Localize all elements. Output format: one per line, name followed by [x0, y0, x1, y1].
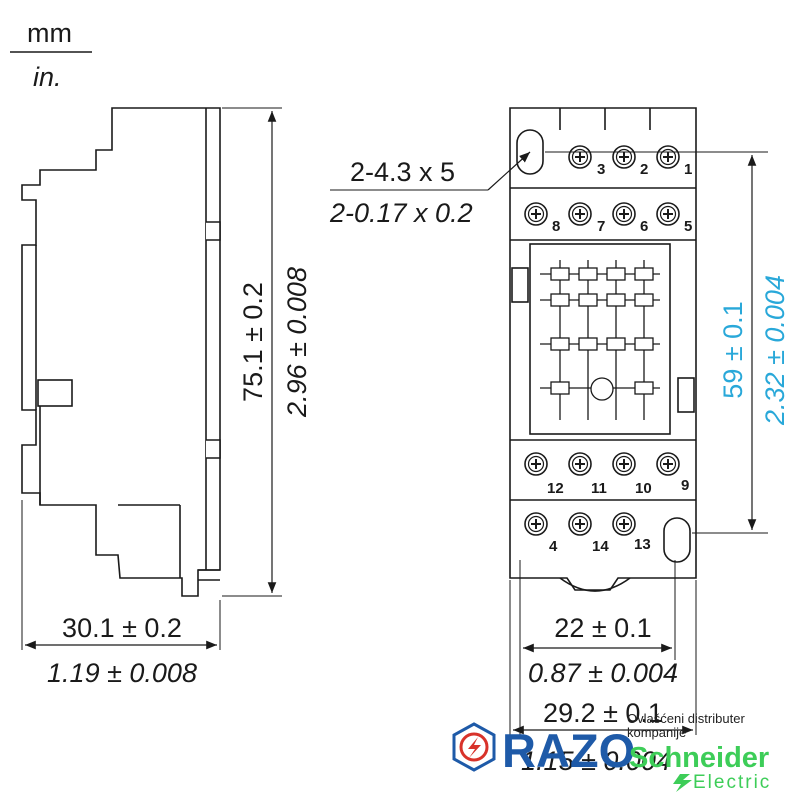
- terminal-label: 1: [684, 161, 692, 178]
- terminal-label: 5: [684, 218, 692, 235]
- terminal-label: 4: [549, 538, 558, 555]
- inner-width-in: 0.87 ± 0.004: [528, 658, 678, 688]
- side-width-in: 1.19 ± 0.008: [47, 658, 197, 688]
- inner-width-dimension: 22 ± 0.1 0.87 ± 0.004: [519, 560, 678, 735]
- razo-logo-icon: [452, 722, 496, 772]
- outer-width-mm: 29.2 ± 0.1: [543, 698, 663, 728]
- terminal-label: 14: [592, 538, 609, 555]
- terminal-label: 13: [634, 536, 651, 553]
- terminal-label: 2: [640, 161, 648, 178]
- distributor-line1: Ovlašćeni distributer: [627, 711, 745, 726]
- side-view: [21, 107, 221, 597]
- relay-contact-grid: [540, 260, 660, 420]
- terminal-label: 10: [635, 480, 652, 497]
- terminal-label: 12: [547, 480, 564, 497]
- terminal-label: 8: [552, 218, 560, 235]
- hole-pitch-in: 2.32 ± 0.004: [760, 275, 790, 426]
- terminal-numbers: 3 2 1 8 7 6 5 12 11 10 9 4 14 13: [547, 161, 692, 555]
- hole-pitch-dimension: 59 ± 0.1 2.32 ± 0.004: [545, 151, 790, 534]
- terminal-label: 11: [591, 480, 607, 497]
- hole-callout: 2-4.3 x 5 2-0.17 x 0.2: [329, 151, 531, 228]
- distributor-line2: kompanije: [627, 725, 686, 740]
- unit-legend: mm in.: [10, 18, 92, 92]
- branding: RAZO Ovlašćeni distributer kompanije Sch…: [452, 711, 771, 793]
- terminal-label: 6: [640, 218, 648, 235]
- schneider-wordmark: Schneider: [629, 742, 769, 774]
- outer-width-in: 1.15 ± 0.004: [521, 746, 671, 776]
- side-height-in: 2.96 ± 0.008: [282, 267, 312, 418]
- razo-wordmark: RAZO: [502, 724, 635, 777]
- hole-size-mm: 2-4.3 x 5: [350, 157, 455, 187]
- terminal-label: 7: [597, 218, 605, 235]
- side-height-mm: 75.1 ± 0.2: [238, 282, 268, 402]
- side-height-dimension: 75.1 ± 0.2 2.96 ± 0.008: [222, 107, 312, 597]
- side-width-mm: 30.1 ± 0.2: [62, 613, 182, 643]
- unit-in: in.: [33, 62, 62, 92]
- hole-pitch-mm: 59 ± 0.1: [718, 301, 748, 398]
- electric-wordmark: Electric: [693, 772, 771, 793]
- terminal-label: 9: [681, 477, 689, 494]
- unit-mm: mm: [27, 18, 72, 48]
- mounting-hole-bottom: [663, 517, 691, 563]
- hole-size-in: 2-0.17 x 0.2: [329, 198, 473, 228]
- terminal-label: 3: [597, 161, 605, 178]
- inner-width-mm: 22 ± 0.1: [554, 613, 651, 643]
- side-width-dimension: 30.1 ± 0.2 1.19 ± 0.008: [21, 500, 221, 688]
- schneider-s-icon: [673, 774, 692, 792]
- outer-width-dimension: 29.2 ± 0.1 1.15 ± 0.004: [509, 580, 697, 776]
